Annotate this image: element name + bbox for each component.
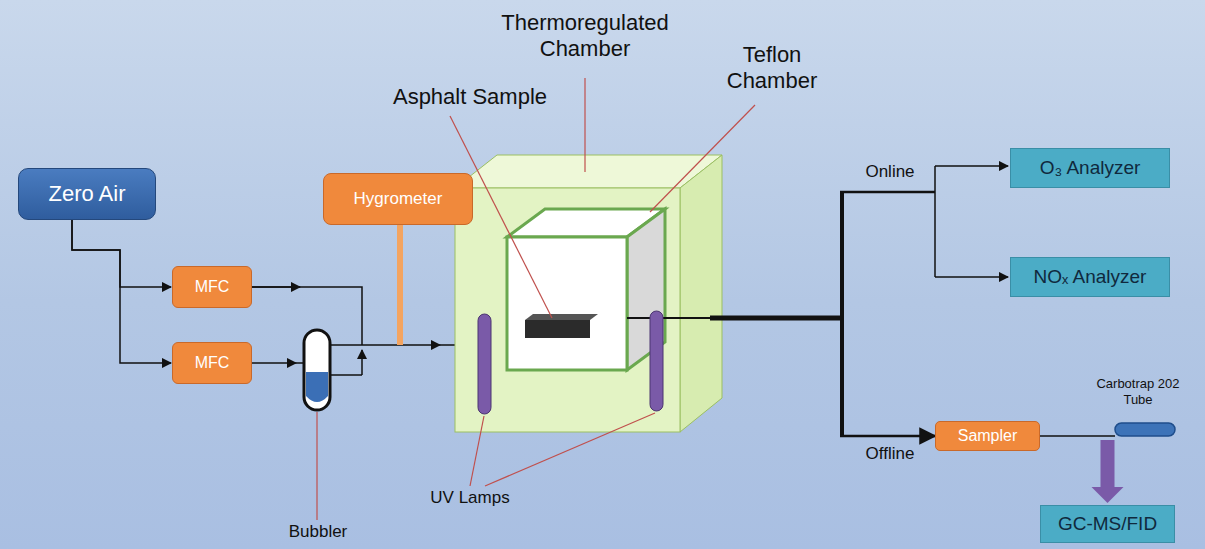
- flow-connector: [72, 220, 171, 363]
- analyzer-box: GC-MS/FID: [1040, 505, 1175, 543]
- branch-label: Offline: [850, 444, 930, 464]
- component-label: Thermoregulated Chamber: [470, 10, 700, 63]
- tube-label: Carbotrap 202 Tube: [1088, 376, 1188, 407]
- box-text: MFC: [195, 354, 230, 372]
- box-text: Hygrometer: [354, 189, 443, 209]
- box-text: MFC: [195, 278, 230, 296]
- analyzer-box: O₃ Analyzer: [1010, 148, 1170, 188]
- mfc-box: MFC: [172, 342, 252, 384]
- sampler-box: Sampler: [935, 421, 1040, 451]
- analyzer-box: NOₓ Analyzer: [1010, 257, 1170, 297]
- box-text: Zero Air: [48, 181, 125, 206]
- source-box: Zero Air: [18, 168, 156, 220]
- component-label: Teflon Chamber: [712, 42, 832, 95]
- box-text: O₃ Analyzer: [1040, 157, 1141, 179]
- branch-label: Online: [850, 162, 930, 182]
- box-text: Sampler: [958, 427, 1018, 445]
- component-label: UV Lamps: [420, 488, 520, 508]
- component-label: Bubbler: [282, 522, 354, 542]
- box-text: GC-MS/FID: [1058, 513, 1157, 535]
- instrument-box: Hygrometer: [323, 173, 473, 225]
- component-label: Asphalt Sample: [370, 84, 570, 110]
- flow-connector: [1040, 436, 1124, 503]
- flow-connector: [72, 220, 171, 287]
- box-text: NOₓ Analyzer: [1034, 266, 1147, 288]
- mfc-box: MFC: [172, 266, 252, 308]
